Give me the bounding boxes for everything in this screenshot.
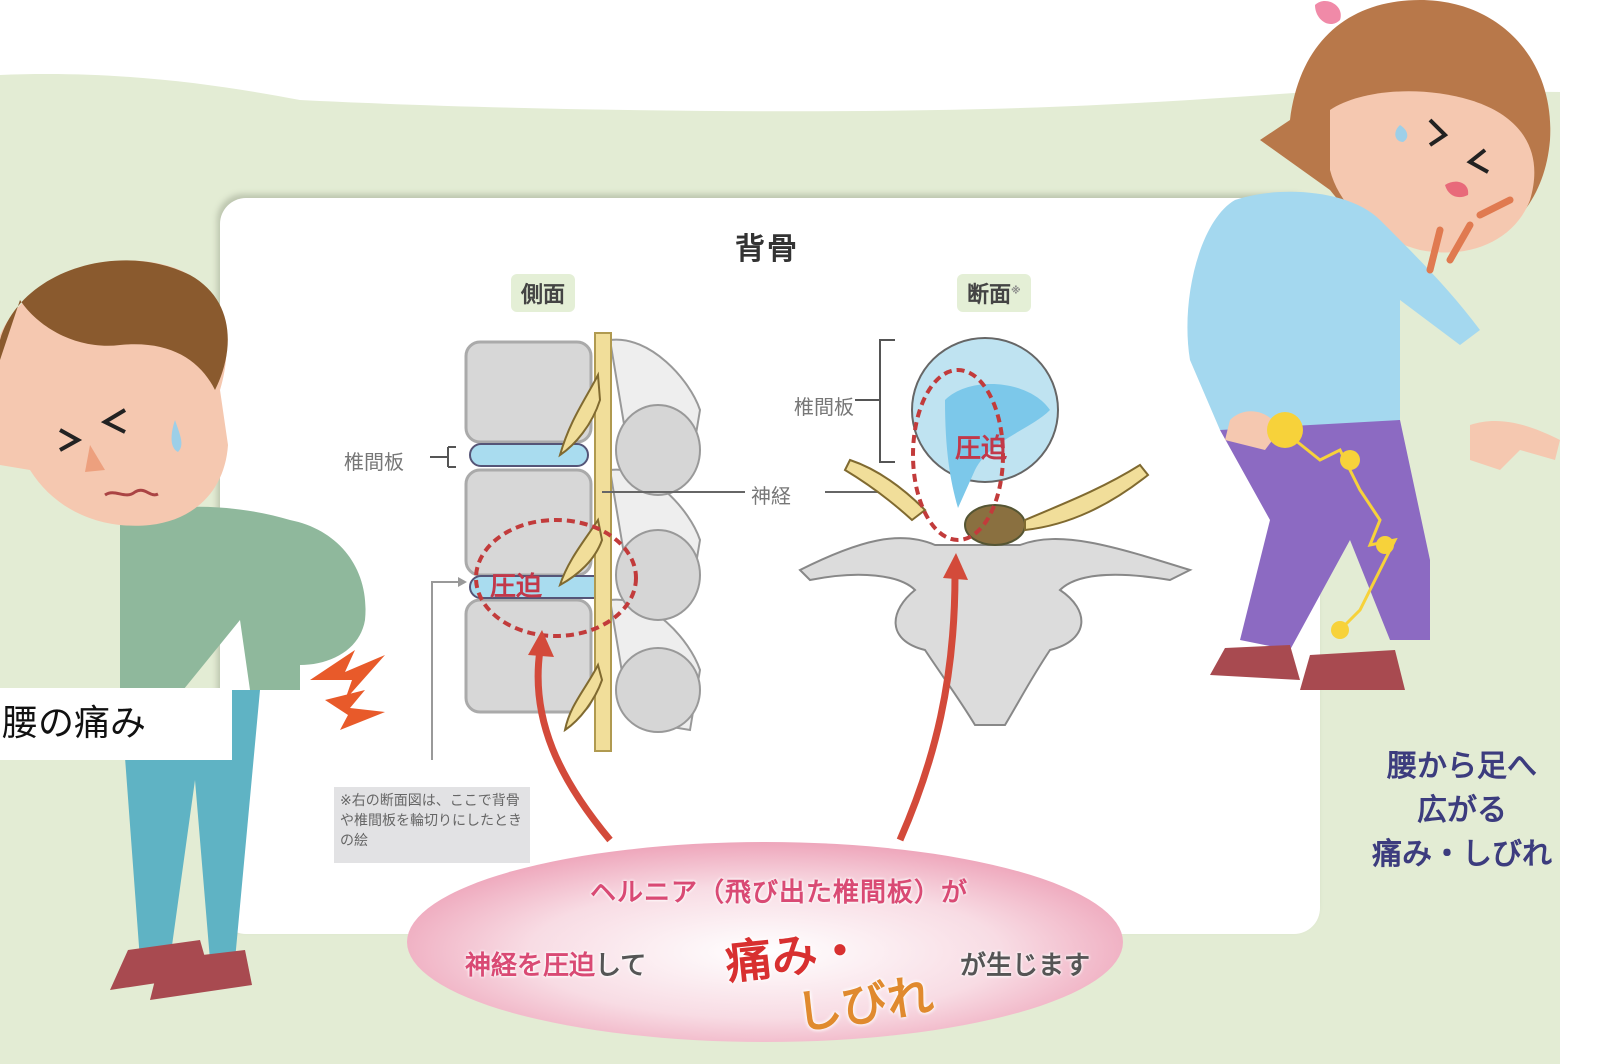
disc-label-side: 椎間板 [344, 450, 404, 474]
right-caption: 腰から足へ 広がる 痛み・しびれ [1362, 745, 1562, 877]
side-view-tag: 側面 [511, 274, 576, 312]
man-figure [0, 260, 385, 1000]
woman-figure [1187, 0, 1560, 690]
cross-section-tag: 断面※ [957, 274, 1031, 312]
nerve-label: 神経 [751, 484, 791, 508]
disc-label-section: 椎間板 [794, 395, 854, 419]
left-caption-box: 腰の痛み [0, 688, 232, 760]
side-spine-illustration [430, 332, 905, 760]
right-caption-line-3: 痛み・しびれ [1372, 837, 1552, 872]
compression-label-section: 圧迫 [955, 434, 1008, 464]
explanation-line-2-prefix: 神経を圧迫して [465, 945, 646, 982]
right-caption-line-2: 広がる [1417, 793, 1507, 828]
cross-section-illustration [798, 337, 1193, 726]
reference-mark: ※ [1011, 285, 1021, 297]
left-caption: 腰の痛み [2, 703, 147, 744]
explanation-line-1: ヘルニア（飛び出た椎間板）が [590, 878, 969, 908]
explanation-ellipse [407, 842, 1123, 1042]
explanation-plain: して [595, 951, 647, 981]
right-caption-line-1: 腰から足へ [1387, 749, 1537, 784]
cross-section-label: 断面 [967, 283, 1012, 308]
cross-section-note: ※右の断面図は、ここで背骨や椎間板を輪切りにしたときの絵 [334, 787, 530, 863]
side-view-label: 側面 [521, 283, 566, 308]
explanation-highlight: 神経を圧迫 [465, 951, 596, 981]
diagram-title: 背骨 [735, 232, 799, 267]
explanation-line-2-suffix: が生じます [960, 951, 1091, 981]
compression-label-side: 圧迫 [490, 572, 543, 602]
